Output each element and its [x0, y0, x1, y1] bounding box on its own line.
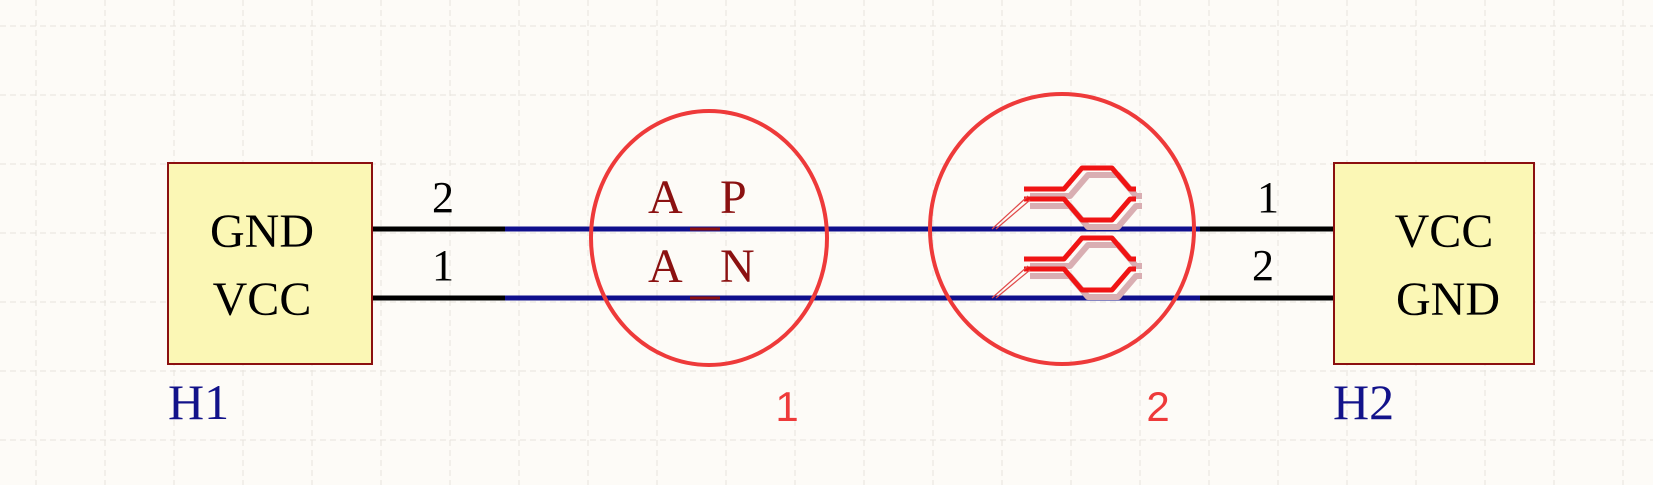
- h2-pin-2-number: 2: [1252, 241, 1274, 290]
- marker-label-2: 2: [1146, 383, 1169, 430]
- h1-pin-1-name: VCC: [213, 273, 312, 326]
- markers: 1 2: [589, 92, 1196, 430]
- h1-pin-2-number: 2: [432, 173, 454, 222]
- net-wires: [505, 226, 1200, 301]
- component-h2[interactable]: VCC GND 1 2 H2: [1200, 162, 1535, 430]
- marker-label-1: 1: [775, 383, 798, 430]
- h2-pin-2-name: GND: [1396, 273, 1500, 326]
- h1-pin-1-number: 1: [432, 241, 454, 290]
- component-h1[interactable]: GND VCC 2 1 H1: [167, 162, 505, 430]
- diff-pair-n-letter: A: [648, 240, 683, 293]
- diff-pair-icon[interactable]: [991, 165, 1142, 300]
- h2-body[interactable]: [1333, 162, 1535, 365]
- marker-circle-1[interactable]: [589, 109, 829, 367]
- h2-pin-1-number: 1: [1257, 173, 1279, 222]
- h1-designator[interactable]: H1: [168, 374, 229, 430]
- diff-pair-n-suffix: N: [720, 240, 755, 293]
- diff-pair-directive[interactable]: A P A N: [648, 171, 755, 300]
- diff-pair-p-letter: A: [648, 171, 683, 224]
- marker-circle-2[interactable]: [928, 92, 1196, 366]
- h2-pin-1-name: VCC: [1395, 205, 1494, 258]
- h1-pin-2-name: GND: [210, 205, 314, 258]
- diff-pair-p-suffix: P: [720, 171, 747, 224]
- h2-designator[interactable]: H2: [1333, 374, 1394, 430]
- h1-body[interactable]: [167, 162, 373, 365]
